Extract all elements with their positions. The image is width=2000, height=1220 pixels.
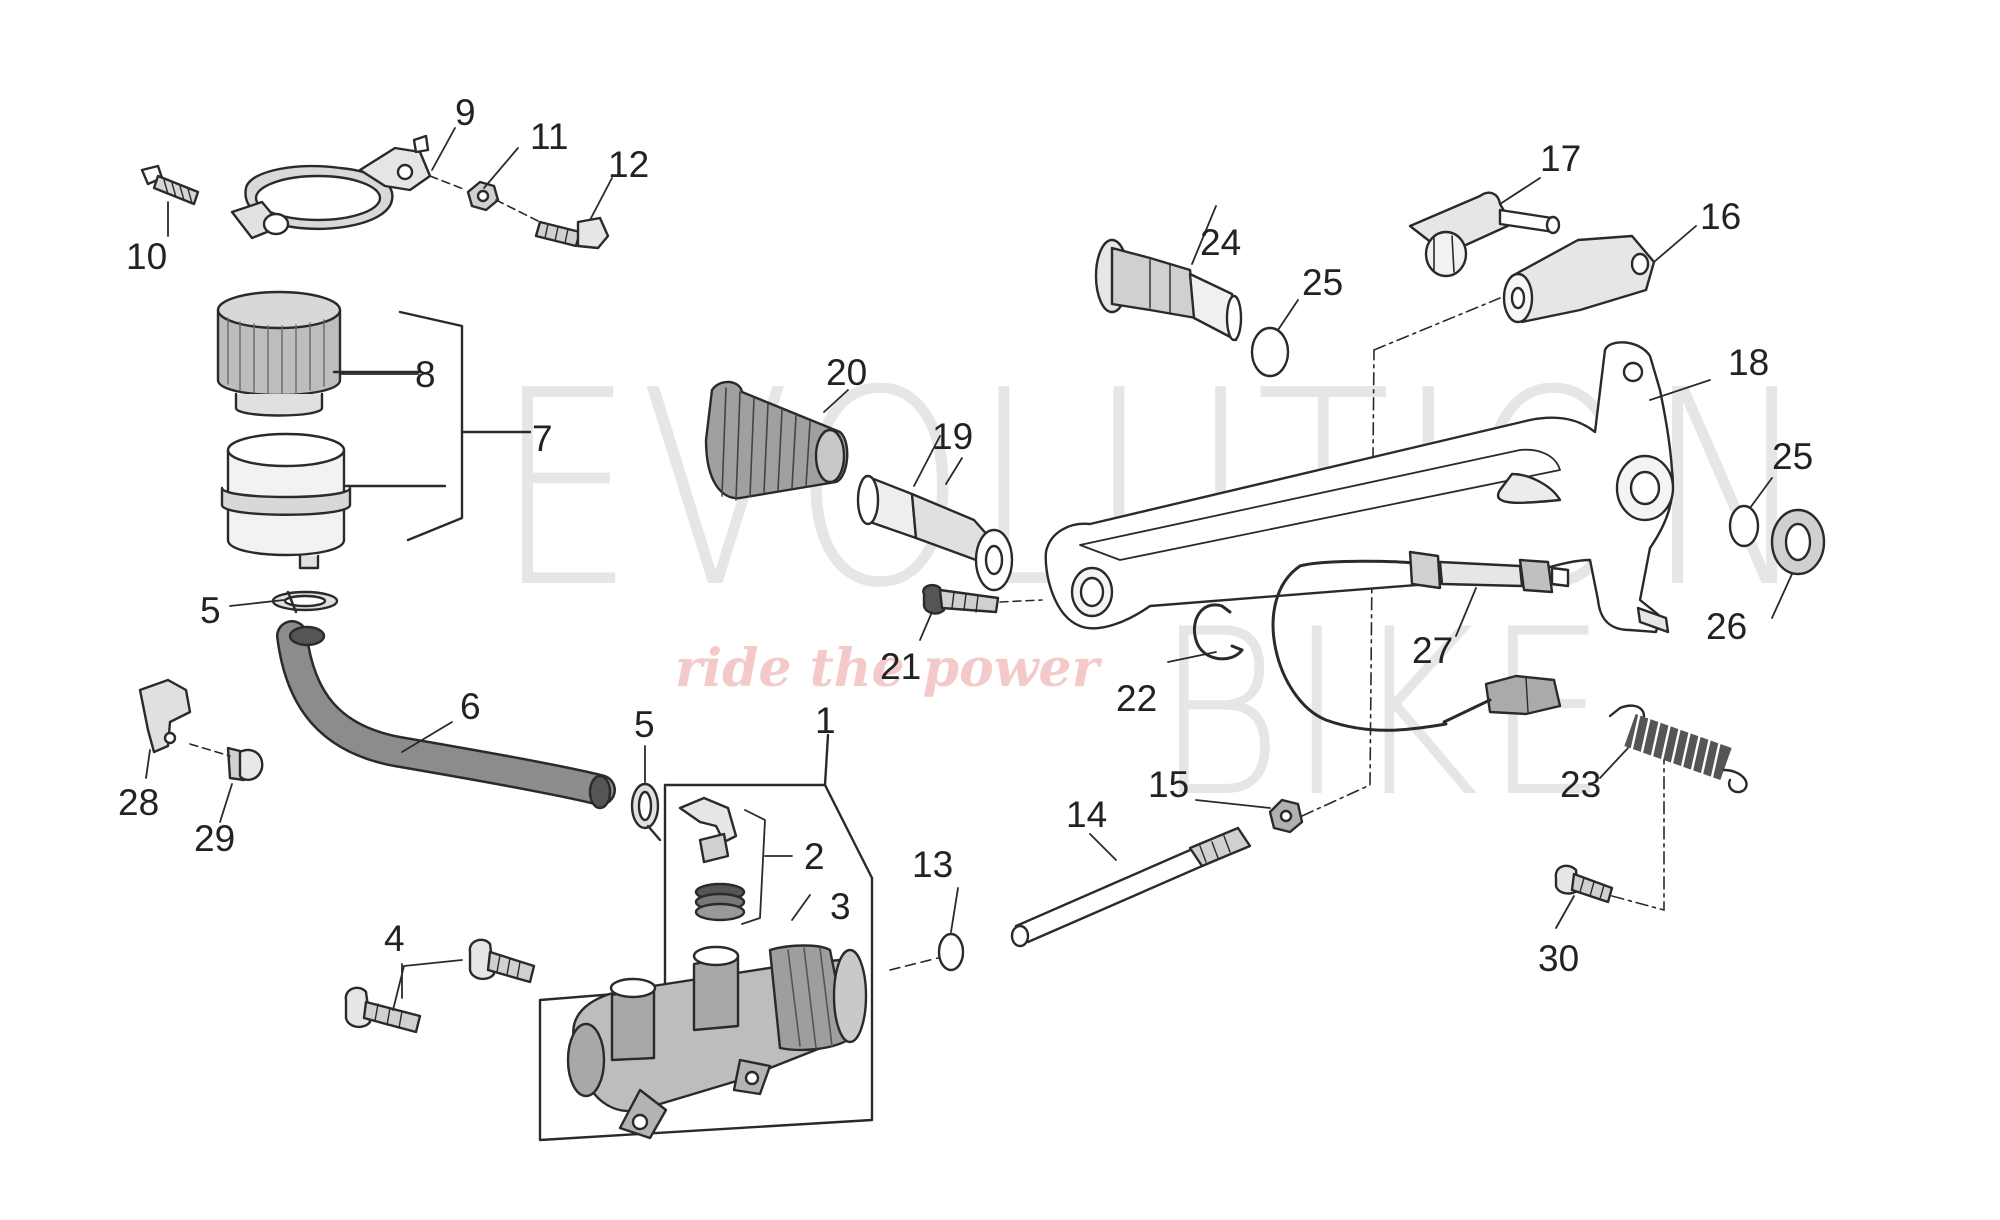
part-25-o-ring-right <box>1728 504 1760 548</box>
callout-25-right: 25 <box>1772 436 1814 477</box>
part-4-screw-lower <box>344 986 422 1034</box>
part-2-banjo-fitting <box>678 796 793 925</box>
callout-7: 7 <box>532 418 553 459</box>
callout-27: 27 <box>1412 630 1454 671</box>
part-16-clevis-fork <box>1502 234 1656 324</box>
callout-29: 29 <box>194 818 236 859</box>
callout-16: 16 <box>1700 196 1742 237</box>
callout-9: 9 <box>455 92 476 133</box>
part-20-pedal-rubber <box>704 380 849 501</box>
part-18-gear-pedal <box>1044 341 1675 634</box>
callout-28: 28 <box>118 782 160 823</box>
part-24-pivot-bolt <box>1094 238 1243 342</box>
callout-17: 17 <box>1540 138 1582 179</box>
callout-1: 1 <box>815 700 836 741</box>
part-30-screw <box>1554 864 1614 904</box>
part-19-pedal-pin <box>856 474 1014 592</box>
callout-6: 6 <box>460 686 481 727</box>
part-13-o-ring <box>937 932 965 972</box>
part-23-return-spring <box>1608 704 1748 794</box>
callout-25-upper: 25 <box>1302 262 1344 303</box>
callout-18: 18 <box>1728 342 1770 383</box>
part-8-cap <box>216 290 342 417</box>
callout-4: 4 <box>384 918 405 959</box>
part-29-screw <box>226 746 264 782</box>
part-22-circlip <box>1193 603 1244 661</box>
callout-11: 11 <box>530 116 569 157</box>
part-4-screw-upper <box>468 938 536 984</box>
callout-5-lower: 5 <box>634 704 655 745</box>
part-6-hose <box>276 620 616 810</box>
callout-20: 20 <box>826 352 868 393</box>
bracket-1 <box>538 783 874 1142</box>
callout-8: 8 <box>415 354 436 395</box>
part-27-stop-switch <box>1271 550 1570 732</box>
part-10-screw <box>140 164 200 206</box>
callout-26: 26 <box>1706 606 1748 647</box>
callout-13: 13 <box>912 844 954 885</box>
part-9-clamp <box>230 134 432 240</box>
part-21-screw <box>922 583 1000 615</box>
part-3-master-cylinder <box>566 944 868 1140</box>
callout-23: 23 <box>1560 764 1602 805</box>
part-28-bracket <box>138 678 192 754</box>
part-7-reservoir <box>220 432 352 570</box>
callout-21: 21 <box>880 646 922 687</box>
callout-22: 22 <box>1116 678 1158 719</box>
bracket-7 <box>398 310 464 542</box>
part-12-screw <box>534 216 610 250</box>
part-5-hose-clip-top <box>271 590 339 614</box>
callout-24: 24 <box>1200 222 1242 263</box>
part-26-washer <box>1770 508 1826 576</box>
callout-3: 3 <box>830 886 851 927</box>
callout-19: 19 <box>932 416 974 457</box>
callout-14: 14 <box>1066 794 1108 835</box>
part-15-nut <box>1268 798 1304 834</box>
part-25-o-ring-upper <box>1250 326 1290 378</box>
callout-30: 30 <box>1538 938 1580 979</box>
leader-lines <box>145 127 1793 999</box>
callout-2: 2 <box>804 836 825 877</box>
callout-10: 10 <box>126 236 168 277</box>
part-17-clevis <box>1408 191 1561 278</box>
part-5-hose-clip-lower <box>630 782 662 842</box>
callout-12: 12 <box>608 144 650 185</box>
part-14-push-rod <box>1010 826 1252 948</box>
callout-5-top: 5 <box>200 590 221 631</box>
part-11-nut <box>466 180 500 212</box>
callout-15: 15 <box>1148 764 1190 805</box>
